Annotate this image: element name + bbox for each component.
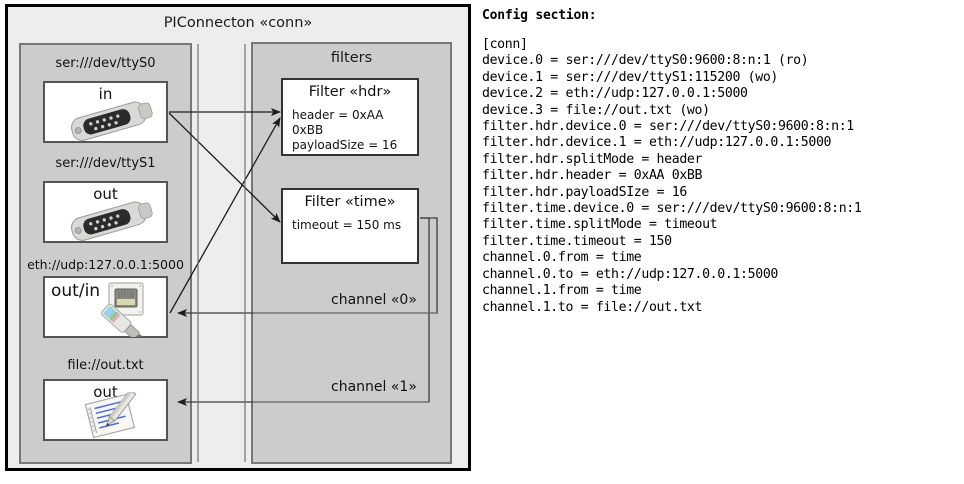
text-file-icon [84,392,137,439]
filter-card-time[interactable]: Filter «time» timeout = 150 ms [281,188,419,264]
device-card-3[interactable]: out [43,379,168,441]
serial-port-icon [70,101,153,141]
filter-title-hdr: Filter «hdr» [308,84,392,100]
device-card-0[interactable]: in [43,81,168,143]
filters-panel-title: filters [330,50,373,66]
device-label-0: ser:///dev/ttyS0 [55,56,156,71]
filter-props-hdr: header = 0xAA 0xBB payloadSize = 16 [292,108,417,153]
filter-prop: timeout = 150 ms [292,218,402,232]
filter-card-hdr[interactable]: Filter «hdr» header = 0xAA 0xBB payloadS… [281,78,419,156]
device-direction-2: out/in [51,281,101,301]
component-title: PIConnecton «conn» [163,15,313,31]
channel-label-0: channel «0» [331,292,417,308]
device-direction-3: out [93,383,118,401]
channel-label-1: channel «1» [331,379,417,395]
filter-title-time: Filter «time» [304,194,396,210]
filter-prop: payloadSize = 16 [292,138,398,152]
device-label-1: ser:///dev/ttyS1 [55,156,156,171]
filter-prop: header = 0xAA 0xBB [292,108,384,137]
device-label-2: eth://udp:127.0.0.1:5000 [27,257,184,272]
serial-port-icon [70,201,153,241]
config-section: Config section: [conn] device.0 = ser://… [482,8,960,316]
device-direction-1: out [93,185,118,203]
device-card-1[interactable]: out [43,181,168,243]
device-label-3: file://out.txt [67,358,144,373]
config-body: [conn] device.0 = ser:///dev/ttyS0:9600:… [482,37,862,315]
device-direction-0: in [98,85,113,103]
device-card-2[interactable]: out/in [43,276,168,338]
ethernet-jack-icon [101,282,150,337]
config-heading: Config section: [482,8,597,23]
filter-props-time: timeout = 150 ms [292,218,401,233]
